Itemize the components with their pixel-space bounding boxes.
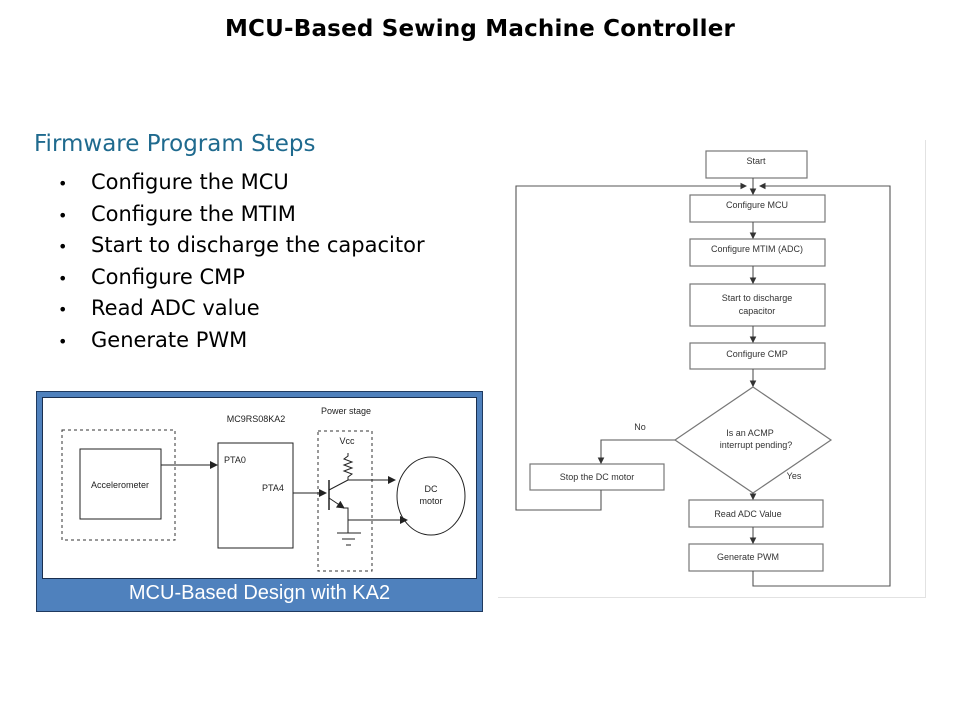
step-item: • Configure CMP bbox=[58, 262, 425, 294]
flow-decision-label-2: interrupt pending? bbox=[720, 440, 793, 450]
dc-motor-circle bbox=[396, 456, 466, 536]
flow-loop-left bbox=[515, 182, 748, 511]
flow-start-box bbox=[705, 150, 808, 179]
flow-read-adc-box bbox=[688, 499, 824, 528]
accelerometer-block bbox=[79, 448, 162, 520]
dc-motor-label-line1: DC bbox=[425, 484, 438, 494]
step-label: Start to discharge the capacitor bbox=[91, 233, 425, 258]
flowchart-svg: Start Configure MCU Configure MTIM (ADC)… bbox=[515, 150, 891, 587]
flow-yes-label: Yes bbox=[787, 471, 802, 481]
bullet-icon: • bbox=[58, 331, 68, 351]
flowchart-panel: Start Configure MCU Configure MTIM (ADC)… bbox=[498, 140, 926, 598]
block-diagram-panel: Accelerometer MC9RS08KA2 PTA0 PTA4 Power… bbox=[36, 391, 483, 612]
step-label: Configure CMP bbox=[91, 264, 245, 289]
resistor-icon bbox=[342, 453, 354, 480]
mcu-block bbox=[217, 442, 294, 549]
flow-configure-mtim-label: Configure MTIM (ADC) bbox=[711, 244, 803, 254]
flow-decision-label-1: Is an ACMP bbox=[726, 428, 774, 438]
bullet-icon: • bbox=[58, 300, 68, 320]
mcu-label: MC9RS08KA2 bbox=[227, 414, 286, 424]
flow-arrow-no bbox=[597, 439, 675, 465]
accelerometer-label: Accelerometer bbox=[91, 480, 149, 490]
block-diagram-svg: Accelerometer MC9RS08KA2 PTA0 PTA4 Power… bbox=[61, 406, 466, 572]
block-diagram-caption: MCU-Based Design with KA2 bbox=[128, 582, 391, 604]
flow-configure-mcu-box bbox=[689, 194, 826, 223]
accelerometer-group-border bbox=[61, 429, 176, 541]
flow-stop-motor-box bbox=[529, 463, 665, 491]
flow-read-adc-label: Read ADC Value bbox=[714, 509, 781, 519]
flow-discharge-box bbox=[689, 283, 826, 327]
flow-loop-right bbox=[752, 182, 891, 587]
block-diagram-canvas: Accelerometer MC9RS08KA2 PTA0 PTA4 Power… bbox=[42, 397, 477, 579]
transistor-emitter-arrow bbox=[328, 497, 345, 509]
vcc-label: Vcc bbox=[339, 436, 355, 446]
bullet-icon: • bbox=[58, 205, 68, 225]
step-item: • Configure the MCU bbox=[58, 167, 425, 199]
power-stage-label: Power stage bbox=[321, 406, 371, 416]
step-item: • Start to discharge the capacitor bbox=[58, 230, 425, 262]
step-item: • Read ADC value bbox=[58, 293, 425, 325]
ground-wire bbox=[343, 507, 349, 533]
transistor-collector bbox=[328, 479, 349, 491]
step-label: Configure the MTIM bbox=[91, 201, 296, 226]
steps-heading: Firmware Program Steps bbox=[34, 131, 316, 157]
flow-discharge-label-2: capacitor bbox=[739, 306, 776, 316]
flow-generate-pwm-label: Generate PWM bbox=[717, 552, 779, 562]
bullet-icon: • bbox=[58, 174, 68, 193]
bullet-icon: • bbox=[58, 237, 68, 257]
flow-discharge-label-1: Start to discharge bbox=[722, 293, 793, 303]
dc-motor-label-line2: motor bbox=[419, 496, 442, 506]
step-item: • Configure the MTIM bbox=[58, 199, 425, 231]
slide-title: MCU-Based Sewing Machine Controller bbox=[224, 16, 736, 42]
steps-list: • Configure the MCU • Configure the MTIM •… bbox=[58, 167, 425, 357]
step-label: Read ADC value bbox=[91, 296, 260, 321]
step-label: Generate PWM bbox=[91, 327, 248, 352]
flow-start-label: Start bbox=[746, 156, 766, 166]
flow-configure-mtim-box bbox=[689, 238, 826, 267]
mcu-pin-out-label: PTA4 bbox=[262, 483, 284, 493]
flow-configure-mcu-label: Configure MCU bbox=[726, 200, 788, 210]
power-stage-border bbox=[317, 430, 373, 572]
flow-generate-pwm-box bbox=[688, 543, 824, 572]
mcu-pin-in-label: PTA0 bbox=[224, 455, 246, 465]
step-label: Configure the MCU bbox=[91, 170, 289, 194]
bullet-icon: • bbox=[58, 268, 68, 288]
flow-configure-cmp-box bbox=[689, 342, 826, 370]
flow-configure-cmp-label: Configure CMP bbox=[726, 349, 788, 359]
flow-no-label: No bbox=[634, 422, 646, 432]
flow-stop-motor-label: Stop the DC motor bbox=[560, 472, 635, 482]
step-item: • Generate PWM bbox=[58, 325, 425, 357]
